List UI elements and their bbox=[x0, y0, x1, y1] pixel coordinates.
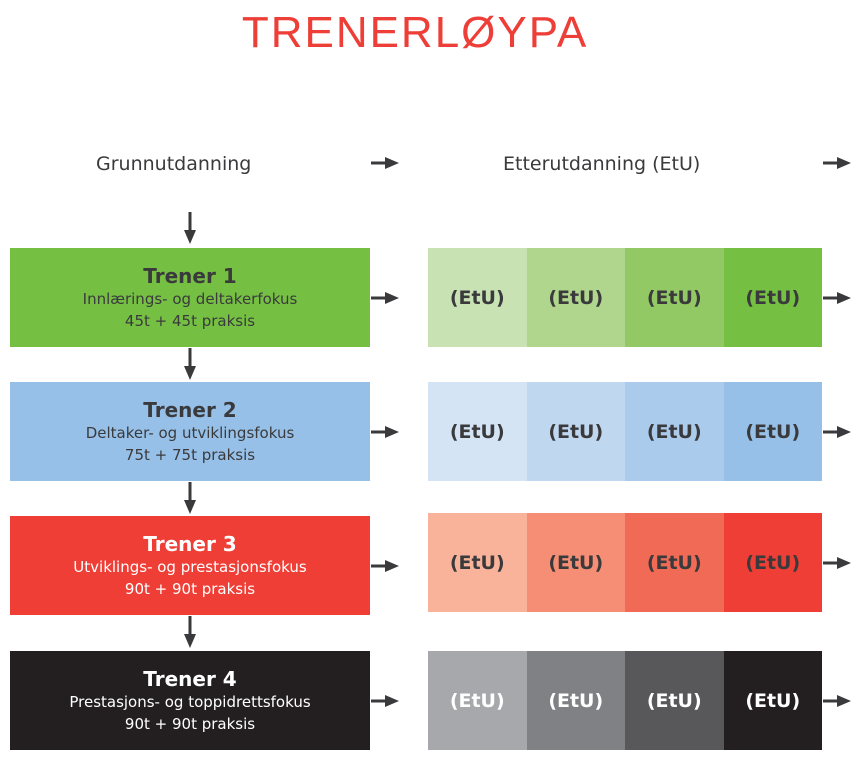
level-name: Trener 2 bbox=[143, 397, 237, 422]
arrow-right-icon bbox=[371, 695, 399, 707]
level-focus: Prestasjons- og toppidrettsfokus bbox=[69, 692, 311, 711]
arrow-right-icon bbox=[823, 695, 851, 707]
header-grunnutdanning: Grunnutdanning bbox=[96, 153, 252, 175]
level-focus: Deltaker- og utviklingsfokus bbox=[85, 423, 295, 442]
arrow-down-icon bbox=[184, 348, 196, 380]
arrow-right-icon bbox=[371, 157, 399, 169]
arrow-right-icon bbox=[371, 560, 399, 572]
etu-row-1: (EtU)(EtU)(EtU)(EtU) bbox=[428, 248, 822, 347]
level-hours: 75t + 75t praksis bbox=[124, 445, 256, 464]
etu-cell: (EtU) bbox=[723, 513, 822, 612]
etu-cell: (EtU) bbox=[526, 382, 625, 481]
arrow-right-icon bbox=[823, 557, 851, 569]
etu-cell: (EtU) bbox=[428, 248, 527, 347]
etu-cell: (EtU) bbox=[526, 513, 625, 612]
etu-row-3: (EtU)(EtU)(EtU)(EtU) bbox=[428, 513, 822, 612]
level-focus: Innlærings- og deltakerfokus bbox=[82, 289, 298, 308]
level-name: Trener 4 bbox=[143, 666, 237, 691]
arrow-right-icon bbox=[823, 426, 851, 438]
etu-cell: (EtU) bbox=[526, 248, 625, 347]
etu-cell: (EtU) bbox=[723, 382, 822, 481]
level-hours: 90t + 90t praksis bbox=[124, 579, 256, 598]
etu-cell: (EtU) bbox=[428, 513, 527, 612]
etu-cell: (EtU) bbox=[428, 382, 527, 481]
level-name: Trener 1 bbox=[143, 263, 237, 288]
level-hours: 90t + 90t praksis bbox=[124, 714, 256, 733]
header-etterutdanning: Etterutdanning (EtU) bbox=[503, 153, 701, 175]
arrow-right-icon bbox=[371, 292, 399, 304]
etu-cell: (EtU) bbox=[428, 651, 527, 750]
etu-cell: (EtU) bbox=[625, 248, 724, 347]
level-hours: 45t + 45t praksis bbox=[124, 311, 256, 330]
etu-cell: (EtU) bbox=[526, 651, 625, 750]
level-focus: Utviklings- og prestasjonsfokus bbox=[73, 557, 307, 576]
arrow-right-icon bbox=[823, 292, 851, 304]
etu-row-2: (EtU)(EtU)(EtU)(EtU) bbox=[428, 382, 822, 481]
etu-row-4: (EtU)(EtU)(EtU)(EtU) bbox=[428, 651, 822, 750]
etu-cell: (EtU) bbox=[625, 382, 724, 481]
diagram-title: TRENERLØYPA bbox=[241, 8, 589, 57]
level-name: Trener 3 bbox=[143, 531, 237, 556]
arrow-down-icon bbox=[184, 212, 196, 244]
etu-cell: (EtU) bbox=[625, 651, 724, 750]
arrow-down-icon bbox=[184, 482, 196, 514]
arrow-right-icon bbox=[371, 426, 399, 438]
arrow-right-icon bbox=[823, 157, 851, 169]
etu-cell: (EtU) bbox=[723, 248, 822, 347]
etu-cell: (EtU) bbox=[625, 513, 724, 612]
etu-cell: (EtU) bbox=[723, 651, 822, 750]
arrow-down-icon bbox=[184, 616, 196, 648]
